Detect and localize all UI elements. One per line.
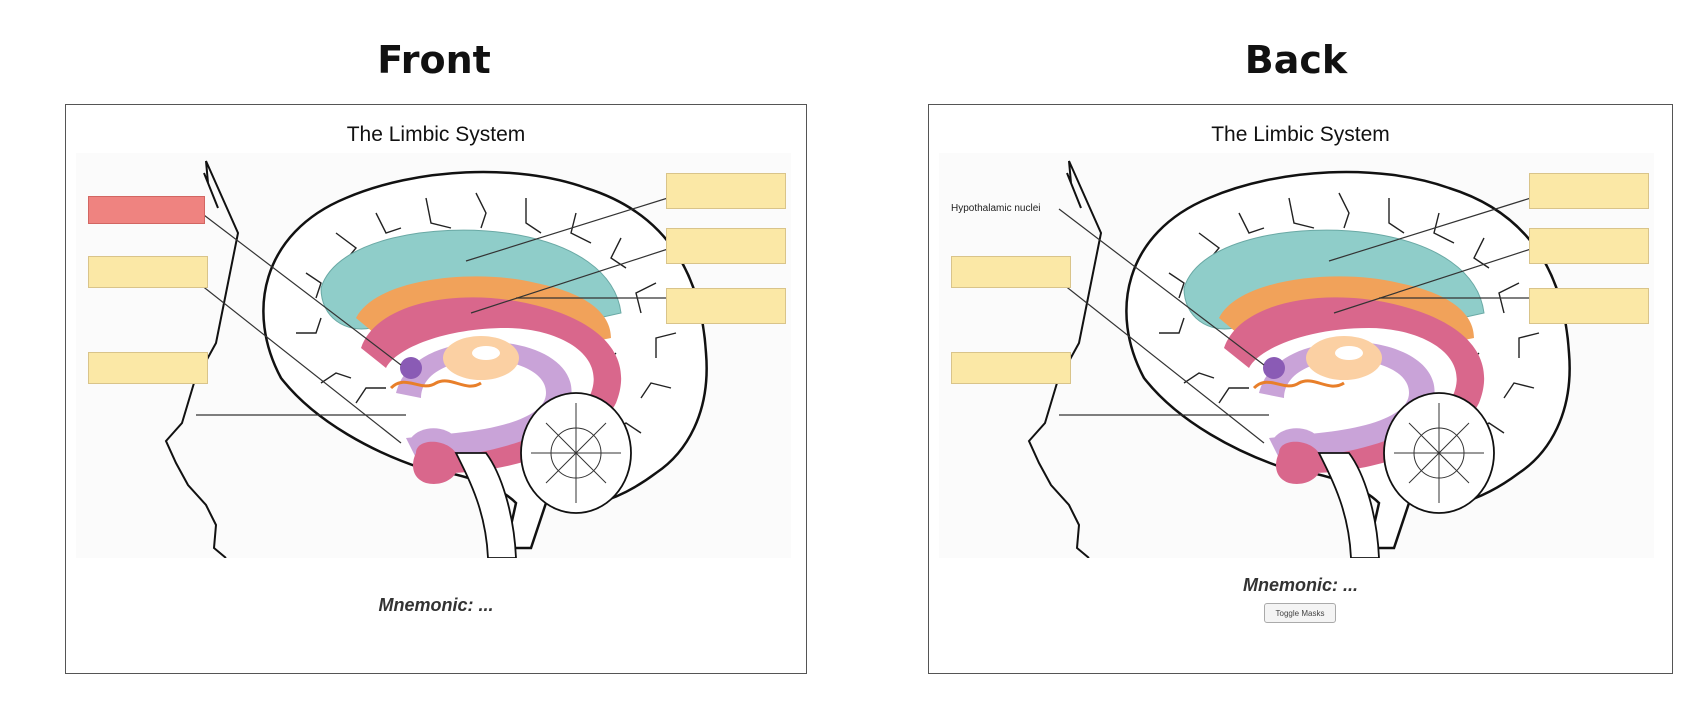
occlusion-mask[interactable] <box>951 256 1071 288</box>
mnemonic-text: Mnemonic: ... <box>929 575 1672 596</box>
occlusion-mask[interactable] <box>1529 228 1649 264</box>
occlusion-mask[interactable] <box>1529 173 1649 209</box>
card-title: The Limbic System <box>929 123 1672 147</box>
occlusion-mask[interactable] <box>88 256 208 288</box>
front-card: The Limbic System <box>65 104 807 674</box>
occlusion-mask[interactable] <box>666 288 786 324</box>
occlusion-mask[interactable] <box>1529 288 1649 324</box>
card-title: The Limbic System <box>66 123 806 147</box>
occlusion-mask[interactable] <box>88 352 208 384</box>
occlusion-mask[interactable] <box>666 228 786 264</box>
front-heading: Front <box>284 38 584 82</box>
toggle-masks-button[interactable]: Toggle Masks <box>1264 603 1336 623</box>
occlusion-mask[interactable] <box>951 352 1071 384</box>
back-heading: Back <box>1146 38 1446 82</box>
mnemonic-text: Mnemonic: ... <box>66 595 806 616</box>
diagram-stage: Hypothalamic nuclei <box>939 153 1654 558</box>
revealed-label: Hypothalamic nuclei <box>951 203 1041 214</box>
occlusion-mask-active[interactable] <box>88 196 205 224</box>
back-card: The Limbic System <box>928 104 1673 674</box>
diagram-stage <box>76 153 791 558</box>
occlusion-mask[interactable] <box>666 173 786 209</box>
